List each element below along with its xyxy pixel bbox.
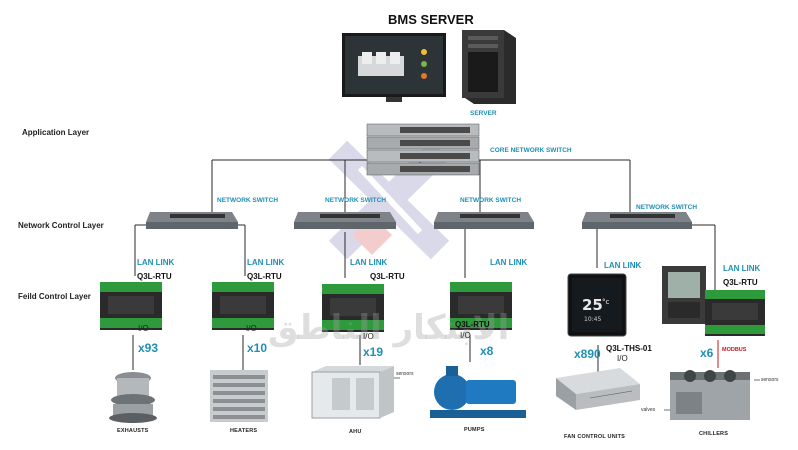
application-layer-label: Application Layer <box>22 128 90 137</box>
device-count: x6 <box>700 346 714 360</box>
controller-label: Q3L-RTU <box>723 278 758 287</box>
controller-label: Q3L-THS-01 <box>606 344 652 353</box>
thermostat-icon <box>567 273 627 337</box>
lan-link-label: LAN LINK <box>247 258 285 267</box>
bms-monitor-icon <box>342 33 446 102</box>
equipment-label: PUMPS <box>464 427 485 433</box>
equipment-label: CHILLERS <box>699 431 729 437</box>
network-switch-icon <box>582 212 692 229</box>
network-switch-icon <box>434 212 534 229</box>
equipment-label: HEATERS <box>230 428 258 434</box>
thermostat-time: 10:45 <box>584 316 602 323</box>
field-layer-label: Feild Control Layer <box>18 292 91 301</box>
equipment-label: FAN CONTROL UNITS <box>564 434 626 440</box>
chiller-icon <box>664 370 760 420</box>
io-label: I/O <box>138 324 149 333</box>
network-switch-icon <box>294 212 396 229</box>
equipment-label: EXHAUSTS <box>117 428 149 434</box>
controller-label: Q3L-RTU <box>137 272 172 281</box>
io-label: I/O <box>246 324 257 333</box>
chiller-sensors-label: sensors <box>761 377 779 383</box>
controller-label: Q3L-RTU <box>247 272 282 281</box>
rtu-module-icon <box>100 282 162 330</box>
server-label: SERVER <box>470 110 497 117</box>
ahu-sensors-label: sensors <box>396 371 414 377</box>
lan-link-label: LAN LINK <box>604 261 642 270</box>
thermostat-unit: °c <box>602 298 610 306</box>
device-count: x890 <box>574 347 601 361</box>
lan-link-label: LAN LINK <box>723 264 761 273</box>
controller-label: Q3L-RTU <box>370 272 405 281</box>
io-label: I/O <box>460 331 471 340</box>
lan-link-label: LAN LINK <box>350 258 388 267</box>
ahu-unit-icon <box>311 366 400 419</box>
device-count: x19 <box>363 345 384 359</box>
io-label: I/O <box>363 332 374 341</box>
lan-link-label: LAN LINK <box>490 258 528 267</box>
network-switch-label: NETWORK SWITCH <box>217 197 279 204</box>
network-switch-label: NETWORK SWITCH <box>636 204 698 211</box>
network-switch-icon <box>146 212 238 229</box>
lan-link-label: LAN LINK <box>137 258 175 267</box>
network-layer-label: Network Control Layer <box>18 221 104 230</box>
pump-icon <box>430 366 526 418</box>
io-label: I/O <box>617 354 628 363</box>
network-switch-label: NETWORK SWITCH <box>460 197 522 204</box>
server-tower-icon <box>462 30 516 104</box>
rtu-module-icon <box>212 282 274 330</box>
diagram-title: BMS SERVER <box>388 12 474 27</box>
rtu-module-icon <box>322 284 384 332</box>
network-switch-label: NETWORK SWITCH <box>325 197 387 204</box>
device-count: x10 <box>247 341 268 355</box>
watermark-text: الابتكار الناطق <box>268 308 510 348</box>
controller-label: Q3L-RTU <box>455 320 490 329</box>
thermostat-temp: 25 <box>582 296 603 314</box>
device-count: x93 <box>138 341 159 355</box>
equipment-label: AHU <box>349 429 362 435</box>
chiller-valves-label: valves <box>641 407 656 413</box>
rtu-module-icon <box>705 290 765 336</box>
exhaust-fan-icon <box>109 372 157 423</box>
modbus-label: MODBUS <box>722 347 747 353</box>
core-switch-icon <box>366 123 480 176</box>
heater-icon <box>210 370 268 422</box>
device-count: x8 <box>480 344 494 358</box>
core-switch-label: CORE NETWORK SWITCH <box>490 147 572 154</box>
fan-coil-unit-icon <box>556 368 640 410</box>
rtu-module-icon <box>450 282 512 330</box>
power-meter-icon <box>662 266 706 324</box>
